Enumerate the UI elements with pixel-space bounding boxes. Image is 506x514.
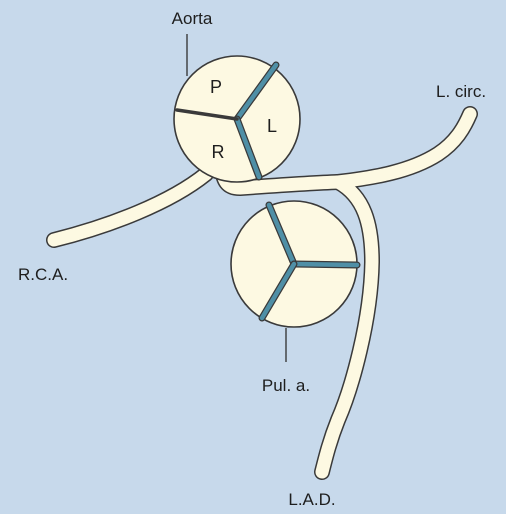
label-rca: R.C.A. <box>18 265 68 284</box>
label-aorta: Aorta <box>172 9 213 28</box>
cusp-label-posterior: P <box>210 77 222 97</box>
pulmonary-valve <box>231 201 357 327</box>
label-l-circ: L. circ. <box>436 82 486 101</box>
cusp-label-left: L <box>267 116 277 136</box>
label-pul-a: Pul. a. <box>262 376 310 395</box>
cusp-label-right: R <box>212 142 225 162</box>
label-lad: L.A.D. <box>288 490 335 509</box>
right-coronary-artery <box>54 174 206 240</box>
aortic-valve <box>174 56 300 182</box>
